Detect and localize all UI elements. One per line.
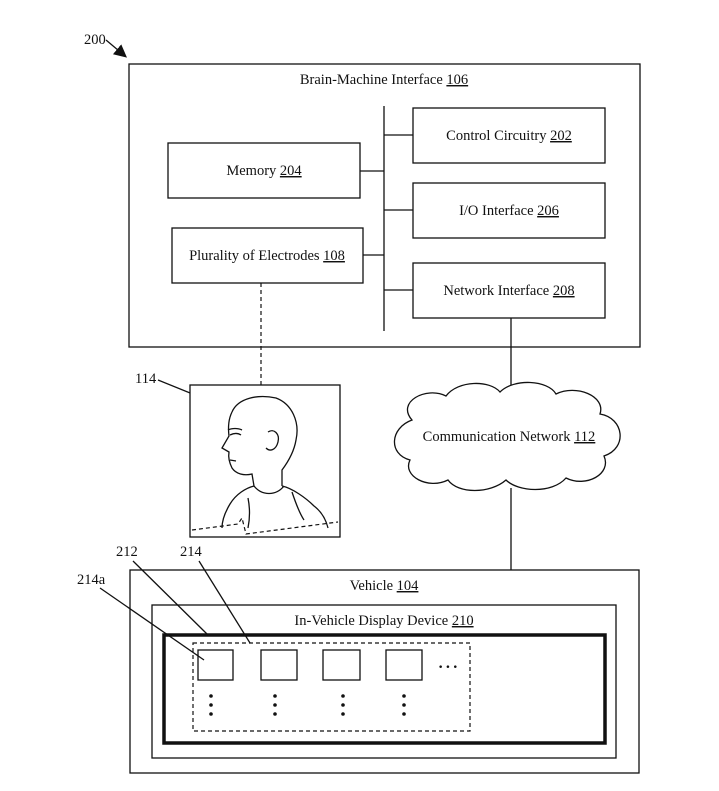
vertical-ellipsis-dot — [273, 712, 277, 716]
figure-ref: 200 — [84, 32, 106, 48]
memory-box — [167, 142, 361, 199]
vertical-ellipsis-dot — [341, 703, 345, 707]
vertical-ellipsis-dot — [209, 694, 213, 698]
vertical-ellipsis-group — [209, 694, 406, 716]
vertical-ellipsis-dot — [402, 694, 406, 698]
display-item-214a — [197, 649, 234, 681]
electrodes-box — [171, 227, 364, 284]
display-device-label: In-Vehicle Display Device 210 — [294, 613, 473, 629]
communication-network-cloud — [393, 381, 621, 492]
control-circuitry-label: Control Circuitry 202 — [446, 128, 572, 144]
user-ref: 114 — [135, 371, 157, 387]
vertical-ellipsis-dot — [341, 712, 345, 716]
vehicle-label: Vehicle 104 — [350, 578, 420, 594]
display-screen — [162, 633, 607, 745]
electrodes-label: Plurality of Electrodes 108 — [189, 248, 345, 264]
callout-214: 214 — [180, 544, 203, 560]
callout-212: 212 — [116, 544, 138, 560]
vertical-ellipsis-dot — [273, 694, 277, 698]
vertical-ellipsis-dot — [402, 703, 406, 707]
vertical-ellipsis-dot — [273, 703, 277, 707]
callout-214-line — [198, 560, 251, 644]
display-item — [322, 649, 361, 681]
memory-label: Memory 204 — [226, 163, 302, 179]
communication-network-label: Communication Network 112 — [423, 429, 596, 445]
more-items-ellipsis: ••• — [438, 663, 460, 673]
callout-214a-line — [99, 587, 205, 661]
display-item-grid — [192, 642, 471, 732]
bmi-title: Brain-Machine Interface 106 — [300, 72, 468, 88]
network-interface-box — [412, 262, 606, 319]
figure-ref-arrow — [105, 39, 127, 58]
io-interface-label: I/O Interface 206 — [459, 203, 559, 219]
vertical-ellipsis-dot — [209, 703, 213, 707]
display-item — [260, 649, 298, 681]
vertical-ellipsis-dot — [341, 694, 345, 698]
network-interface-label: Network Interface 208 — [443, 283, 574, 299]
display-item — [385, 649, 423, 681]
callout-212-line — [132, 560, 209, 636]
user-figure — [189, 384, 341, 538]
io-interface-box — [412, 182, 606, 239]
callout-214a: 214a — [77, 572, 106, 588]
vertical-ellipsis-dot — [209, 712, 213, 716]
vertical-ellipsis-dot — [402, 712, 406, 716]
control-circuitry-box — [412, 107, 606, 164]
